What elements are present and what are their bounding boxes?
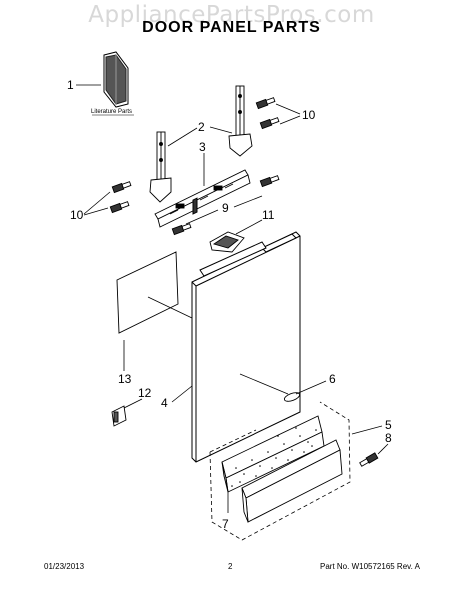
callout-6: 6 — [329, 372, 336, 386]
toe-panel — [241, 439, 343, 523]
callout-3: 3 — [199, 140, 206, 154]
literature-label: Literature Parts — [91, 109, 132, 115]
hinge-right — [228, 85, 253, 157]
footer-date: 01/23/2013 — [44, 562, 85, 571]
footer-part-number: Part No. W10572165 Rev. A — [320, 562, 420, 571]
toe-panel-screw — [359, 452, 379, 467]
insulation-pad — [116, 251, 179, 334]
callout-4: 4 — [161, 396, 168, 410]
callout-7: 7 — [222, 517, 229, 531]
badge-plate — [283, 392, 301, 402]
door-handle — [209, 231, 245, 253]
watermark: AppliancePartsPros.com — [88, 2, 375, 28]
door-panel — [191, 197, 301, 463]
clip-part — [111, 405, 127, 427]
callout-12: 11 — [262, 208, 275, 222]
hinge-left — [149, 131, 172, 203]
speckle-texture — [231, 427, 317, 489]
footer-page-number: 2 — [228, 562, 233, 571]
callout-8: 8 — [385, 431, 392, 445]
hinge-rail — [154, 169, 251, 228]
callout-5: 5 — [385, 418, 392, 432]
callout-11: 13 — [118, 372, 132, 386]
toe-panel-group — [209, 401, 351, 541]
callout-9: 9 — [222, 201, 229, 215]
callout-10-lower: 10 — [70, 208, 84, 222]
page-title: DOOR PANEL PARTS — [142, 19, 321, 36]
callout-13: 12 — [138, 386, 152, 400]
callout-10-upper: 10 — [302, 108, 316, 122]
screw-group-lower — [109, 175, 280, 236]
callout-1: 1 — [67, 78, 74, 92]
callout-2: 2 — [198, 120, 205, 134]
literature-booklet — [103, 51, 129, 108]
screw-group-upper — [255, 97, 280, 130]
